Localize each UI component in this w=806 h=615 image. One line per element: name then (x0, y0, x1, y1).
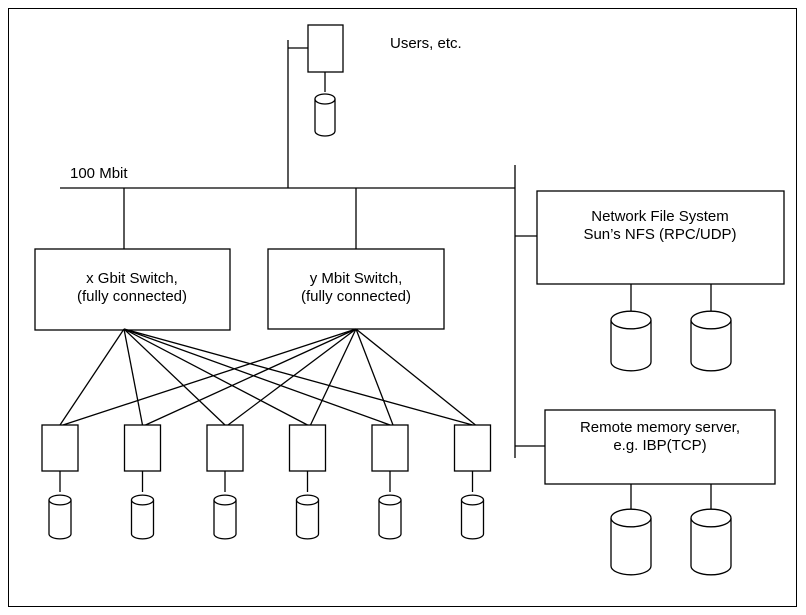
nfs-disk (610, 310, 652, 372)
x-switch-link (123, 328, 226, 426)
remote-memory-disk (690, 508, 732, 576)
y-switch-link (355, 328, 476, 426)
y-switch-line1: y Mbit Switch, (310, 270, 403, 287)
node-disk (48, 494, 72, 540)
node-disk (460, 494, 485, 540)
compute-node (41, 424, 79, 472)
user-computer (307, 24, 344, 73)
node-disk (378, 494, 402, 540)
remote-memory-line1: Remote memory server, (580, 419, 740, 436)
y-switch-link (309, 328, 357, 426)
nfs-line1: Network File System (591, 208, 729, 225)
x-gbit-switch: x Gbit Switch, (fully connected) (34, 248, 231, 331)
remote-memory-box (544, 409, 776, 485)
compute-node (288, 424, 327, 472)
nfs-disk (690, 310, 732, 372)
x-switch-link (59, 328, 125, 426)
users-label: Users, etc. (390, 35, 462, 52)
remote-memory-disk (610, 508, 652, 576)
switch-mesh (59, 328, 476, 426)
compute-nodes (41, 424, 492, 540)
compute-node (371, 424, 409, 472)
x-switch-link (123, 328, 308, 426)
y-switch-line2: (fully connected) (301, 288, 411, 305)
node-disk (130, 494, 155, 540)
y-switch-box (267, 248, 445, 330)
x-switch-link (123, 328, 391, 426)
user-disk (314, 93, 336, 137)
x-switch-link (123, 328, 473, 426)
compute-node (123, 424, 162, 472)
x-switch-link (123, 328, 144, 426)
compute-node (206, 424, 244, 472)
nfs-box (536, 190, 785, 285)
node-disk (213, 494, 237, 540)
remote-memory-server: Remote memory server, e.g. IBP(TCP) (544, 409, 776, 485)
y-switch-link (227, 328, 357, 426)
x-switch-box (34, 248, 231, 331)
nfs-server: Network File System Sun’s NFS (RPC/UDP) (536, 190, 785, 285)
nfs-disks (610, 284, 732, 372)
x-switch-line1: x Gbit Switch, (86, 270, 178, 287)
y-mbit-switch: y Mbit Switch, (fully connected) (267, 248, 445, 330)
bus-label: 100 Mbit (70, 165, 128, 182)
diagram-frame (8, 8, 797, 607)
y-switch-link (145, 328, 357, 426)
y-switch-link (355, 328, 394, 426)
nfs-line2: Sun’s NFS (RPC/UDP) (583, 226, 736, 243)
remote-memory-line2: e.g. IBP(TCP) (613, 437, 706, 454)
remote-memory-disks (610, 484, 732, 576)
x-switch-line2: (fully connected) (77, 288, 187, 305)
node-disk (295, 494, 320, 540)
compute-node (453, 424, 492, 472)
y-switch-link (62, 328, 357, 426)
